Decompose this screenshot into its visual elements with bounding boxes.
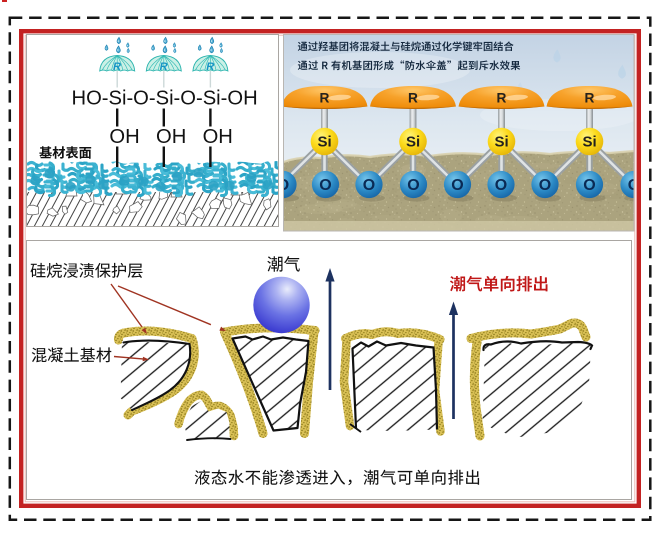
- svg-text:R: R: [160, 61, 168, 73]
- svg-text:OH: OH: [109, 126, 139, 148]
- svg-text:O: O: [277, 177, 289, 194]
- svg-text:O: O: [539, 177, 551, 194]
- svg-text:O: O: [319, 177, 331, 194]
- svg-text:O: O: [628, 177, 640, 194]
- svg-text:O: O: [495, 177, 507, 194]
- svg-text:OH: OH: [156, 126, 186, 148]
- svg-text:Si: Si: [406, 134, 420, 151]
- svg-text:R: R: [113, 61, 121, 73]
- svg-text:Si: Si: [318, 134, 332, 151]
- svg-text:O: O: [451, 177, 463, 194]
- svg-text:OH: OH: [203, 126, 233, 148]
- svg-text:O: O: [363, 177, 375, 194]
- svg-text:Si: Si: [495, 134, 509, 151]
- svg-text:R: R: [585, 91, 595, 106]
- svg-text:R: R: [320, 91, 330, 106]
- svg-text:O: O: [583, 177, 595, 194]
- svg-text:R: R: [206, 61, 214, 73]
- svg-text:R: R: [408, 91, 418, 106]
- svg-text:HO-Si-O-Si-O-Si-OH: HO-Si-O-Si-O-Si-OH: [72, 87, 258, 109]
- svg-text:Si: Si: [583, 134, 597, 151]
- svg-text:O: O: [407, 177, 419, 194]
- svg-text:R: R: [497, 91, 507, 106]
